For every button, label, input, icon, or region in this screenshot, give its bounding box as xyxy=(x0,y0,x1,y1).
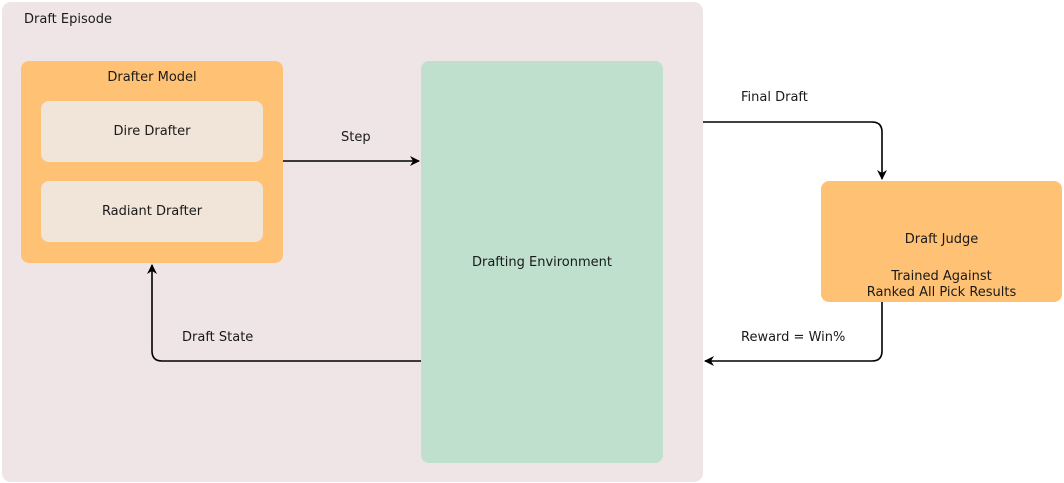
final-draft-arrow xyxy=(703,121,887,180)
dire-drafter-label: Dire Drafter xyxy=(113,124,191,139)
draft-judge-title: Draft Judge xyxy=(904,232,979,247)
draft-state-label: Draft State xyxy=(182,330,254,345)
reward-label: Reward = Win% xyxy=(741,330,846,345)
drafter-model-title: Drafter Model xyxy=(107,70,197,85)
drafting-environment-box: Drafting Environment xyxy=(421,61,663,463)
drafting-environment-label: Drafting Environment xyxy=(471,254,612,270)
final-draft-label: Final Draft xyxy=(741,90,808,105)
draft-judge-desc-line2: Ranked All Pick Results xyxy=(866,285,1017,300)
drafter-model-box: Drafter Model Dire Drafter Radiant Draft… xyxy=(21,61,283,263)
radiant-drafter-label: Radiant Drafter xyxy=(101,204,203,219)
reward-arrow xyxy=(704,302,883,366)
draft-judge-desc-line1: Trained Against xyxy=(891,269,992,284)
draft-judge-box: Draft Judge Trained Against Ranked All P… xyxy=(821,181,1062,302)
dire-drafter-box: Dire Drafter xyxy=(41,101,263,162)
draft-episode-label: Draft Episode xyxy=(24,12,112,27)
radiant-drafter-box: Radiant Drafter xyxy=(41,181,263,242)
step-label: Step xyxy=(341,130,371,145)
draft-state-arrow xyxy=(147,264,421,362)
